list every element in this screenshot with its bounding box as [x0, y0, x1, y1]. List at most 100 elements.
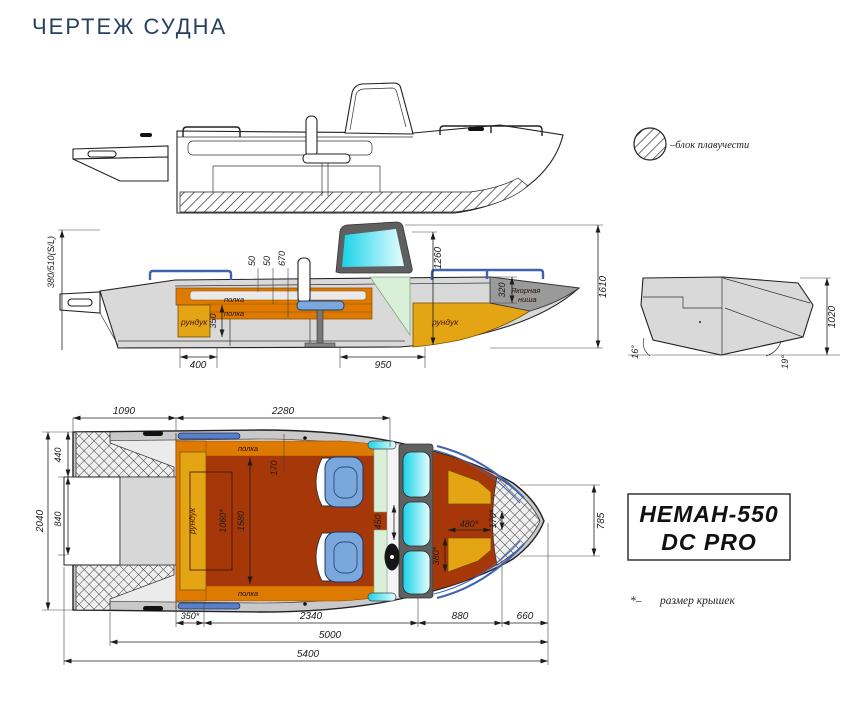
- footnote-marker: *–: [630, 595, 642, 607]
- model-plate: НЕМАН-550 DC PRO: [627, 493, 791, 561]
- bow-rail-bottom-2: [433, 540, 521, 595]
- anchor-niche-label-2: ниша: [518, 295, 537, 304]
- dim-locker-width: 400: [190, 360, 207, 371]
- windshield-glass: [342, 229, 404, 267]
- anchor-niche-label-1: Якорная: [510, 286, 540, 295]
- section-view: полка полка рундук рундук Якорная ниша 3…: [46, 221, 609, 371]
- motor-well: [119, 476, 177, 566]
- dim-seg-3: 880: [452, 611, 469, 622]
- seat-section: [296, 300, 345, 311]
- bow-rail-top: [436, 445, 525, 499]
- dim-seg-2: 2340: [299, 611, 323, 622]
- plan-shelf-label-top: полка: [238, 444, 258, 453]
- dim-locker-lid: 1060*: [218, 509, 228, 533]
- bow-railing: [439, 125, 543, 136]
- dim-beam: 2040: [35, 509, 46, 533]
- transom-door: [63, 476, 121, 566]
- console-strip-bottom: [373, 529, 388, 597]
- model-trim: DC PRO: [661, 529, 756, 555]
- bow-hatch-lid-top: [447, 469, 492, 505]
- footnote-text: размер крышек: [659, 595, 735, 607]
- aft-rail-section: [148, 269, 233, 280]
- deck-fitting-bottom: [303, 602, 307, 606]
- buoyancy-block-hatch: [179, 177, 529, 213]
- windshield-pane-3: [402, 550, 431, 595]
- steering-column-profile: [305, 115, 318, 158]
- grab-rail-bottom: [177, 602, 241, 610]
- seat-profile: [302, 153, 351, 164]
- transom-outline: [640, 276, 814, 356]
- dim-seg-1: 350*: [181, 611, 200, 621]
- dim-overall-height: 1610: [598, 275, 609, 298]
- dim-overall-length: 5400: [297, 649, 320, 660]
- side-window-bottom: [367, 592, 397, 602]
- windshield-profile: [344, 82, 414, 135]
- dim-angle-right: 19°: [780, 355, 790, 369]
- dim-platform: 440: [53, 447, 63, 462]
- shelf-label-2: полка: [224, 309, 244, 318]
- bow-rail-top-2: [433, 449, 521, 504]
- bracket-strut: [72, 156, 169, 182]
- grab-rail-top: [177, 432, 241, 440]
- aft-locker: [177, 304, 211, 338]
- stern-handle-bottom: [143, 606, 163, 611]
- helm-seat: [315, 456, 364, 508]
- plan-view: полка полка рундук 1060* 1580 170: [35, 406, 607, 665]
- stern-cleat: [140, 133, 152, 137]
- dim-console: 950: [375, 360, 392, 371]
- bow-locker-label: рундук: [431, 317, 459, 327]
- dim-hull-length: 5000: [319, 630, 342, 641]
- console-strip-top: [373, 445, 388, 513]
- dim-transom-view-height: 1020: [827, 305, 838, 328]
- dim-shelf-1: 50: [247, 256, 257, 266]
- footnote: *– размер крышек: [630, 595, 735, 607]
- aft-railing: [182, 126, 241, 137]
- cockpit-floor: [206, 456, 399, 586]
- dim-bow-deck: 320: [497, 282, 507, 297]
- steering-wheel: [384, 543, 400, 571]
- side-profile-view: [72, 82, 564, 214]
- dim-shelf-width: 170: [269, 460, 279, 475]
- hull-profile: [176, 124, 564, 214]
- bow-hatch-lid-bottom: [447, 537, 492, 573]
- dim-walkthrough: 450: [373, 514, 383, 529]
- buoyancy-hatch-icon: [633, 127, 667, 161]
- dim-cockpit-length: 2280: [271, 406, 295, 417]
- transom-view: 16° 19° 1020: [628, 276, 840, 369]
- bracket-slot: [87, 150, 117, 158]
- plan-locker-label: рундук: [187, 507, 197, 535]
- passenger-seat: [315, 531, 364, 583]
- aft-locker-label: рундук: [180, 317, 208, 327]
- stern-handle-top: [143, 431, 163, 436]
- dim-aft-deck: 1090: [113, 406, 136, 417]
- dim-bow-lid-width: 480*: [460, 519, 479, 529]
- dim-seg-4: 660: [517, 611, 534, 622]
- deck-fitting-top: [303, 436, 307, 440]
- windshield-pane-2: [402, 501, 431, 547]
- dim-transom-height: 380/510(S/L): [46, 236, 56, 288]
- windshield-pane-1: [402, 451, 431, 498]
- dim-shelf-2: 50: [262, 256, 272, 266]
- legend: –блок плавучести: [633, 127, 749, 161]
- dim-bow-lid-height: 380*: [431, 546, 441, 565]
- plan-locker: [179, 451, 207, 591]
- plan-shelf-bottom: [175, 585, 400, 602]
- locker-lid-outline: [189, 471, 233, 571]
- shelf-label-1: полка: [224, 295, 244, 304]
- dim-angle-left: 16°: [630, 345, 640, 359]
- deck-handle: [468, 127, 484, 131]
- dim-bow-width: 785: [596, 512, 607, 529]
- dim-transom-door: 840: [53, 511, 63, 526]
- steering-column: [297, 257, 311, 304]
- plan-shelf-top: [175, 440, 400, 457]
- plan-shelf-label-bottom: полка: [238, 589, 258, 598]
- page-title: ЧЕРТЕЖ СУДНА: [32, 14, 228, 39]
- bow-locker: [412, 302, 532, 348]
- dim-bow-lid-gap: 170*: [488, 509, 498, 528]
- side-window-top: [367, 440, 397, 450]
- dim-shelf-3: 670: [277, 251, 287, 266]
- dim-locker-height: 350: [208, 313, 218, 328]
- legend-buoyancy-label: –блок плавучести: [669, 140, 749, 151]
- model-name: НЕМАН-550: [639, 501, 778, 527]
